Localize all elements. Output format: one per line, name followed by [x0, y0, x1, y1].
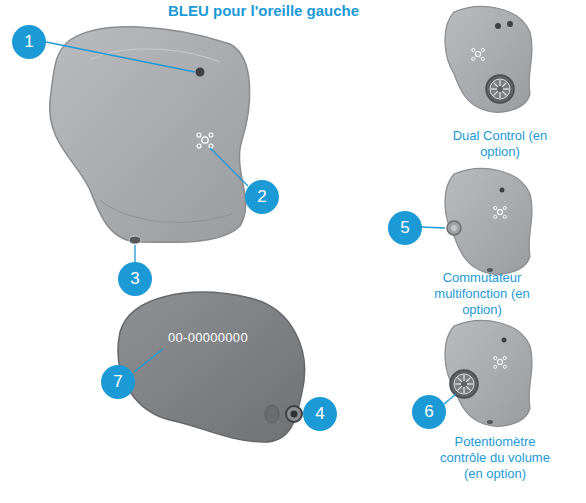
option-caption: Commutateur multifonction (en option): [432, 270, 532, 318]
callout-number: 5: [388, 211, 422, 245]
callout-number: 6: [412, 395, 446, 429]
callout-number: 7: [101, 365, 135, 399]
callout-number: 1: [12, 25, 46, 59]
option-caption: Potentiomètre contrôle du volume (en opt…: [430, 434, 560, 482]
option-caption: Dual Control (en option): [445, 128, 555, 160]
serial-number: 00-00000000: [168, 330, 248, 345]
callout-number: 4: [303, 397, 337, 431]
diagram-title: BLEU pour l'oreille gauche: [168, 2, 359, 19]
callout-number: 2: [245, 180, 279, 214]
callout-number: 3: [118, 262, 152, 296]
